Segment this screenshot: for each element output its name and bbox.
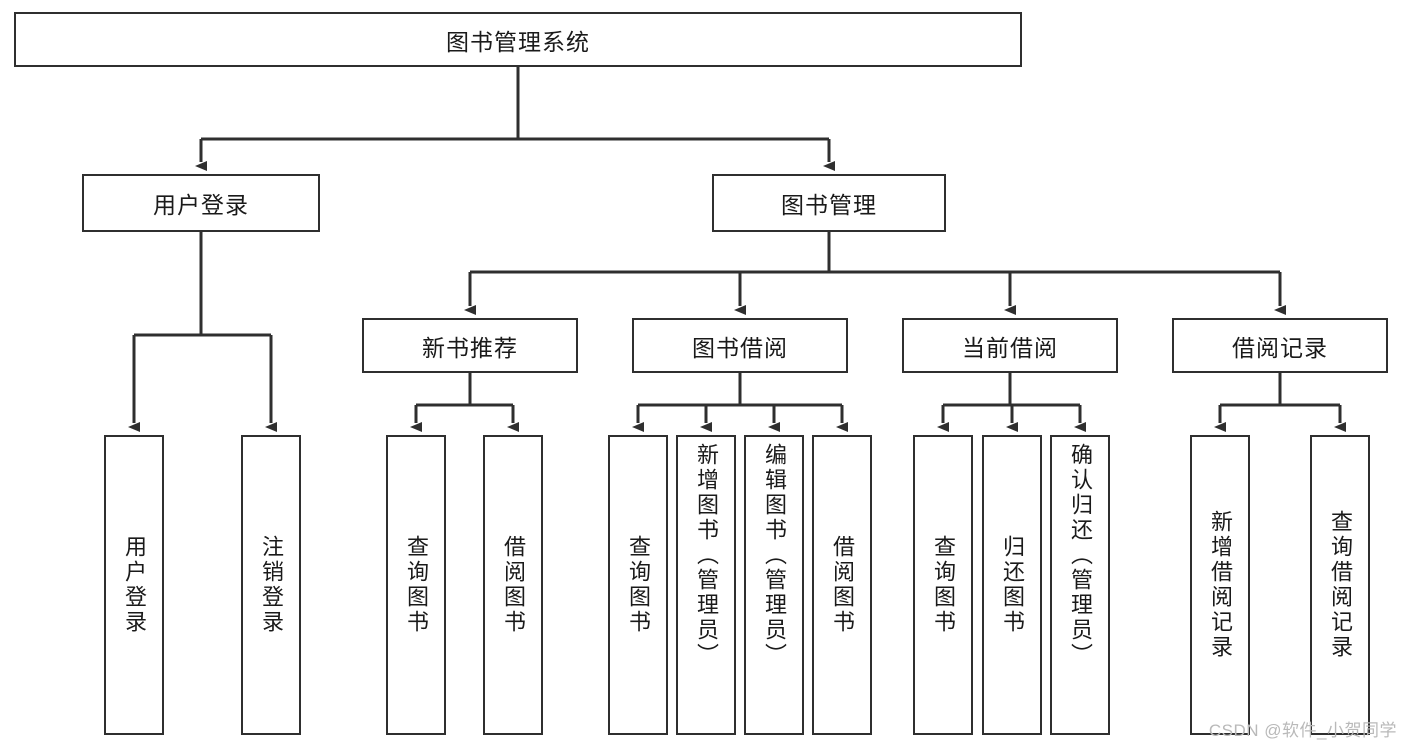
- node-label: 确认归还（管理员）: [1068, 443, 1093, 668]
- node-label: 查询图书: [404, 535, 429, 635]
- node-l2-current-borrow: 当前借阅: [902, 318, 1118, 373]
- node-leaf-leaf-rec-borrow: 借阅图书: [483, 435, 543, 735]
- node-label: 图书管理: [781, 192, 877, 218]
- node-label: 查询图书: [931, 535, 956, 635]
- node-label: 借阅图书: [501, 535, 526, 635]
- node-label: 图书借阅: [692, 334, 788, 361]
- node-l1-book-manage: 图书管理: [712, 174, 946, 232]
- node-leaf-leaf-borrow-edit: 编辑图书（管理员）: [744, 435, 804, 735]
- node-label: 当前借阅: [962, 334, 1058, 361]
- node-leaf-leaf-user-login: 用户登录: [104, 435, 164, 735]
- node-label: 注销登录: [259, 535, 284, 635]
- node-leaf-leaf-borrow-add: 新增图书（管理员）: [676, 435, 736, 735]
- node-label: 用户登录: [122, 535, 147, 635]
- node-leaf-leaf-cur-query: 查询图书: [913, 435, 973, 735]
- node-label: 归还图书: [1000, 535, 1025, 635]
- node-leaf-leaf-user-logout: 注销登录: [241, 435, 301, 735]
- node-label: 新增图书（管理员）: [694, 443, 719, 668]
- node-label: 编辑图书（管理员）: [762, 443, 787, 668]
- node-l2-book-borrow: 图书借阅: [632, 318, 848, 373]
- node-label: 查询图书: [626, 535, 651, 635]
- node-label: 用户登录: [153, 192, 249, 218]
- node-leaf-leaf-rec-add: 新增借阅记录: [1190, 435, 1250, 735]
- node-l1-user-login: 用户登录: [82, 174, 320, 232]
- node-label: 图书管理系统: [446, 28, 590, 55]
- node-l2-new-book-rec: 新书推荐: [362, 318, 578, 373]
- node-label: 新书推荐: [422, 334, 518, 361]
- node-label: 查询借阅记录: [1328, 510, 1353, 660]
- node-leaf-leaf-cur-return: 归还图书: [982, 435, 1042, 735]
- node-leaf-leaf-rec-query: 查询图书: [386, 435, 446, 735]
- node-label: 借阅图书: [830, 535, 855, 635]
- node-leaf-leaf-rec-query2: 查询借阅记录: [1310, 435, 1370, 735]
- node-leaf-leaf-borrow-lend: 借阅图书: [812, 435, 872, 735]
- node-root-root: 图书管理系统: [14, 12, 1022, 67]
- node-l2-borrow-record: 借阅记录: [1172, 318, 1388, 373]
- node-leaf-leaf-cur-confirm: 确认归还（管理员）: [1050, 435, 1110, 735]
- csdn-watermark: CSDN @软件_小贺同学: [1208, 721, 1397, 740]
- node-label: 新增借阅记录: [1208, 510, 1233, 660]
- node-label: 借阅记录: [1232, 334, 1328, 361]
- node-leaf-leaf-borrow-query: 查询图书: [608, 435, 668, 735]
